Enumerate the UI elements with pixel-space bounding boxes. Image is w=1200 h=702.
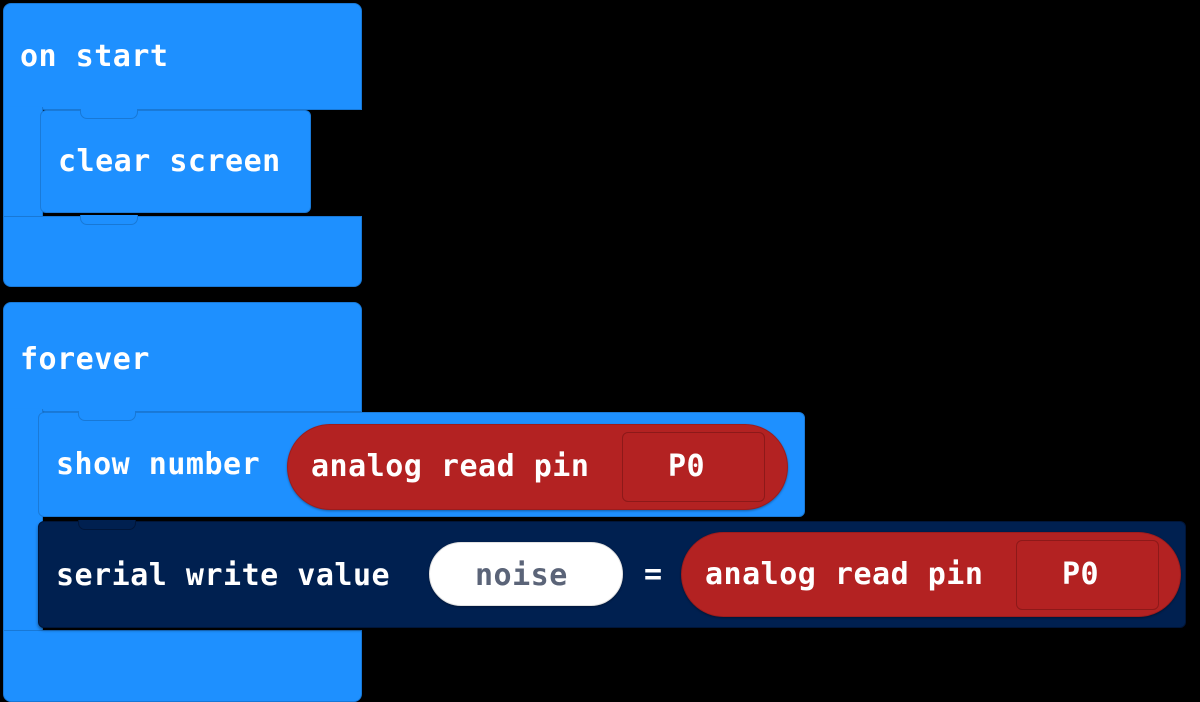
on-start-slot-notch bbox=[80, 215, 138, 225]
forever-hat-footer[interactable] bbox=[3, 630, 362, 702]
show-number-label: show number bbox=[56, 447, 261, 482]
forever-hat-header[interactable] bbox=[3, 302, 362, 412]
clear-screen-notch bbox=[80, 109, 138, 119]
forever-left-spine bbox=[3, 409, 43, 631]
analog-read-pin-label-2: analog read pin bbox=[705, 557, 984, 592]
show-number-notch bbox=[78, 411, 136, 421]
analog-read-pin-field-value-1: P0 bbox=[668, 449, 706, 484]
serial-write-value-label: serial write value bbox=[56, 558, 391, 593]
analog-read-pin-field-1[interactable] bbox=[622, 432, 765, 502]
analog-read-pin-field-2[interactable] bbox=[1016, 540, 1159, 610]
serial-name-field[interactable]: noise bbox=[429, 542, 623, 606]
on-start-label: on start bbox=[20, 39, 169, 74]
forever-label: forever bbox=[20, 342, 150, 377]
equals-operator: = bbox=[644, 557, 663, 592]
clear-screen-block[interactable] bbox=[40, 110, 311, 213]
analog-read-pin-field-value-2: P0 bbox=[1062, 557, 1100, 592]
analog-read-pin-label-1: analog read pin bbox=[311, 449, 590, 484]
serial-name-field-value: noise bbox=[475, 558, 568, 593]
on-start-hat-footer[interactable] bbox=[3, 216, 362, 287]
on-start-left-spine bbox=[3, 107, 43, 217]
on-start-hat-header[interactable] bbox=[3, 3, 362, 110]
serial-write-value-notch bbox=[78, 520, 136, 530]
clear-screen-label: clear screen bbox=[58, 144, 281, 179]
